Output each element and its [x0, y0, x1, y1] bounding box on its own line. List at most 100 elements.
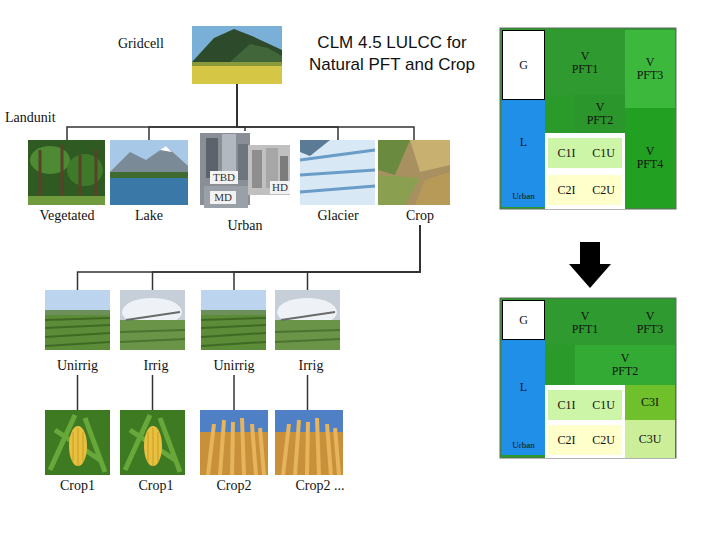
tree-connector: [149, 84, 237, 140]
grid-cell: C3I: [625, 385, 675, 420]
urban-photos: [200, 133, 290, 208]
grid-cell: Urban: [502, 185, 545, 207]
cropland-photo: [378, 140, 450, 205]
landunit-node: Vegetated: [26, 140, 108, 225]
tree-connector: [152, 375, 154, 410]
node-label: Crop1: [45, 478, 110, 494]
lake-photo: [110, 178, 188, 205]
node-label: HD: [270, 181, 290, 194]
grid-cell: C1U: [585, 390, 622, 420]
node-label: Irrig: [120, 358, 192, 374]
cropland-photo: [378, 175, 420, 205]
grid-cell: V PFT2: [575, 95, 625, 133]
node-label: Glacier: [298, 208, 378, 224]
tree-connector: [237, 84, 414, 140]
node-label: Crop: [382, 208, 458, 224]
cell-label: G: [519, 314, 528, 327]
urban-density-node: MD: [204, 188, 248, 210]
urban-photos: [204, 186, 248, 208]
crop-type-node: Crop1: [45, 410, 110, 492]
landunit-node: Glacier: [298, 140, 378, 225]
urban-photos: [252, 150, 262, 188]
tree-connector: [153, 225, 421, 290]
gridcell-node: Gridcell: [118, 26, 282, 84]
grid-cell: C2U: [585, 425, 622, 455]
node-label: Irrig: [275, 358, 347, 374]
forest-photo: [28, 140, 105, 205]
urban-photos: [248, 145, 290, 195]
grid-cell: C1U: [585, 138, 622, 168]
glacier-photo: [300, 140, 330, 156]
grid-cell: C2I: [548, 175, 585, 205]
cell-label: V PFT2: [606, 352, 644, 378]
lake-photo: [160, 146, 172, 152]
unirrigated-field-photo: [45, 290, 110, 350]
cell-label: C1I: [558, 147, 576, 160]
cell-label: V PFT1: [566, 50, 604, 76]
crop-type-node: Crop2 ...: [275, 410, 340, 492]
cell-label: V PFT3: [631, 310, 669, 336]
tree-connector: [78, 225, 421, 290]
node-label: Gridcell: [118, 36, 180, 52]
grid-cell: V PFT4: [625, 108, 675, 208]
urban-photos: [238, 144, 248, 180]
tree-connector: [233, 375, 235, 410]
tree-connector: [234, 225, 420, 290]
cell-label: C2U: [592, 434, 615, 447]
irrigation-node: Irrig: [120, 290, 185, 375]
tree-connector: [237, 84, 338, 140]
grid-cell: V PFT1: [545, 30, 625, 95]
cropland-photo: [415, 172, 450, 205]
grid-cell: Urban: [502, 435, 545, 455]
tree-connector: [77, 375, 79, 410]
grid-cell: G: [502, 300, 545, 340]
cell-label: C2I: [558, 434, 576, 447]
cell-label: C1U: [592, 147, 615, 160]
cell-label: C3I: [641, 396, 659, 409]
irrigated-field-photo: [120, 290, 185, 350]
urban-density-node: TBD: [200, 133, 250, 188]
glacier-photo: [300, 150, 375, 192]
lake-photo: [110, 146, 188, 176]
forest-photo: [28, 196, 105, 205]
gridcell-photo: [192, 62, 282, 84]
grid-cell: L: [502, 340, 545, 435]
glacier-photo: [300, 140, 375, 205]
irrigation-node: Unirrig: [200, 290, 268, 375]
forest-photo: [28, 140, 105, 205]
irrigated-field-photo: [275, 290, 340, 350]
grid-cell: C1I: [548, 390, 585, 420]
cell-label: V PFT2: [581, 101, 619, 127]
grid-background: [545, 133, 625, 209]
crop-type-node: Crop1: [120, 410, 185, 492]
cell-label: L: [520, 381, 527, 394]
grid-cell: V PFT2: [575, 345, 675, 385]
node-label: MD: [210, 191, 236, 204]
glacier-photo: [300, 140, 375, 205]
grid-cell: C2I: [548, 425, 585, 455]
corn-photo: [45, 410, 110, 475]
landunit-node: Lake: [110, 140, 188, 225]
gridcell-photo: [192, 62, 282, 66]
gridcell-photo: [192, 26, 282, 84]
grid-frame: [500, 298, 676, 458]
corn-photo: [120, 410, 185, 475]
wheat-photo: [200, 410, 268, 475]
cell-label: C1I: [558, 399, 576, 412]
tree-connector: [308, 225, 421, 290]
node-label: Urban: [198, 218, 292, 234]
cell-label: C1U: [592, 399, 615, 412]
cropland-photo: [378, 140, 450, 205]
lake-photo: [110, 172, 188, 178]
grid-cell: G: [502, 30, 545, 100]
down-arrow: [569, 242, 611, 288]
unirrigated-field-photo: [201, 290, 266, 350]
cropland-photo: [410, 140, 450, 172]
gridcell-photo: [192, 26, 282, 84]
cell-label: L: [520, 136, 527, 149]
cell-label: Urban: [512, 191, 535, 201]
cell-label: G: [519, 59, 528, 72]
node-label: Crop1: [120, 478, 192, 494]
